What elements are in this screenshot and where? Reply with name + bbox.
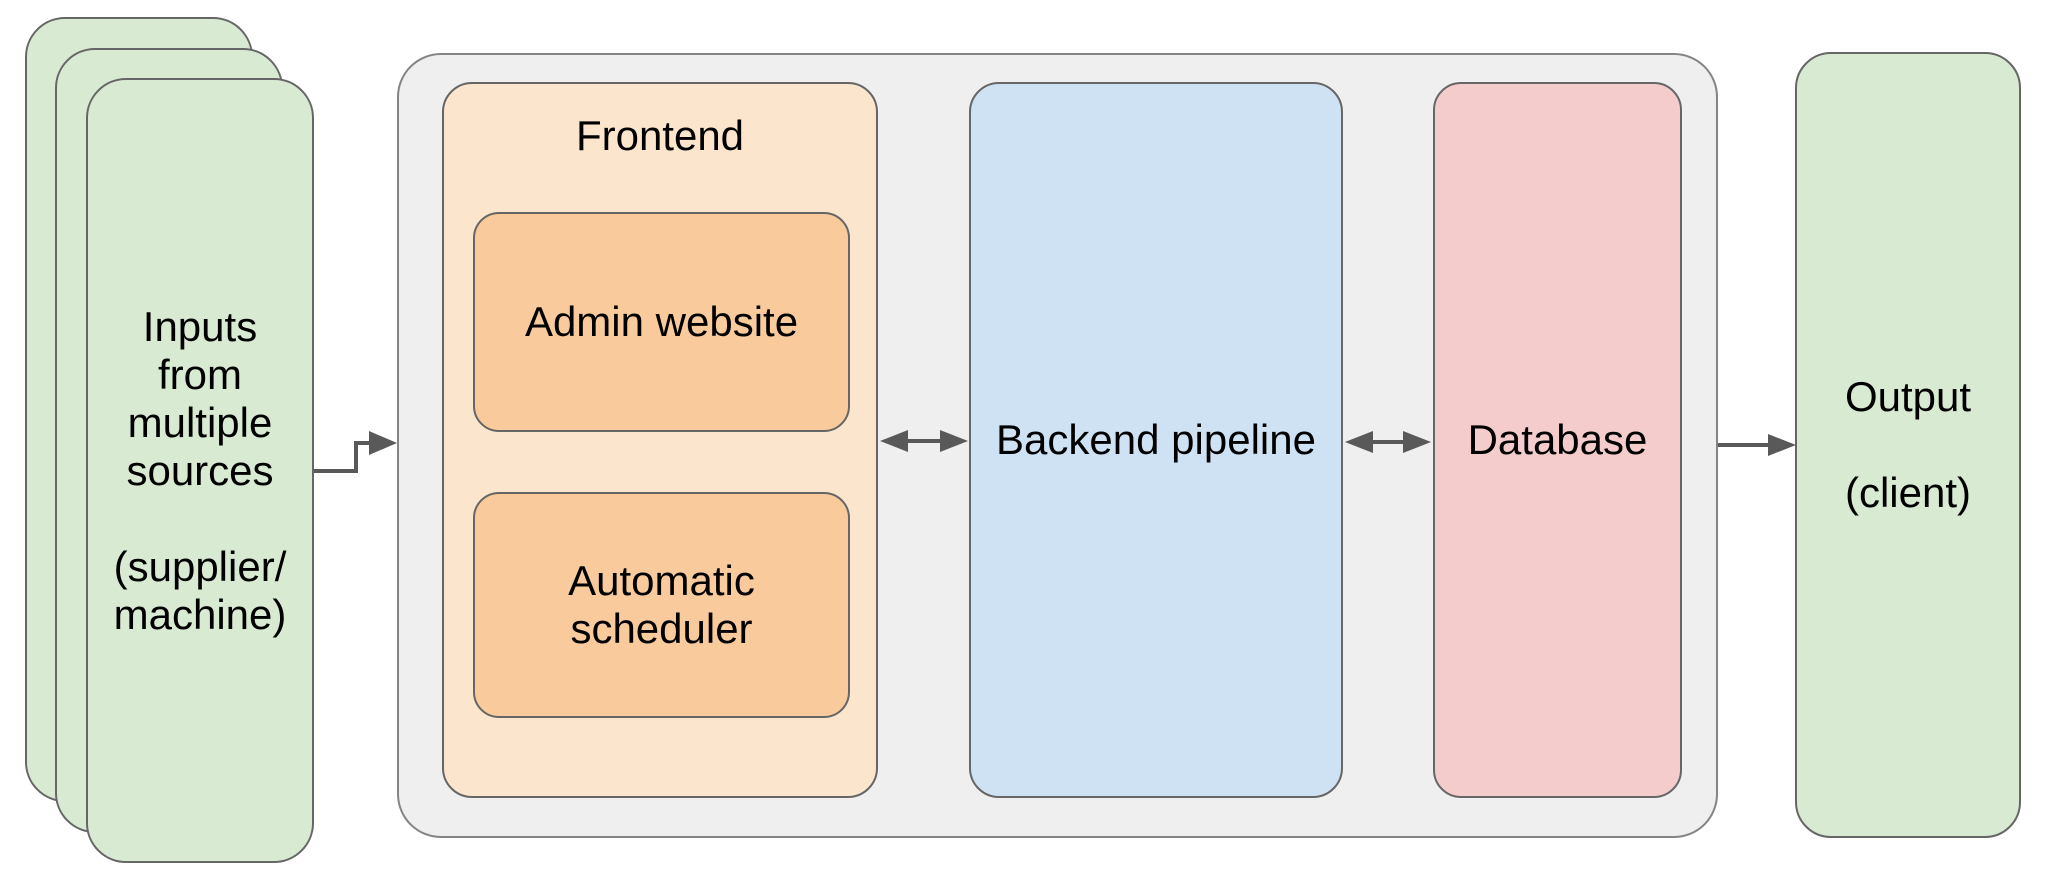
automatic-scheduler-node: Automatic scheduler <box>473 492 850 718</box>
inputs-label: Inputs from multiple sources (supplier/ … <box>113 302 287 638</box>
frontend-group: Frontend Admin website Automatic schedul… <box>442 82 878 798</box>
admin-website-label: Admin website <box>524 298 799 345</box>
arrow-inputs-to-system <box>314 431 397 473</box>
output-label: Output (client) <box>1844 373 1972 516</box>
output-node: Output (client) <box>1795 52 2021 838</box>
input-card-front: Inputs from multiple sources (supplier/ … <box>86 78 314 863</box>
database-label: Database <box>1467 416 1648 463</box>
admin-website-node: Admin website <box>473 212 850 432</box>
backend-pipeline-label: Backend pipeline <box>996 416 1316 463</box>
automatic-scheduler-label: Automatic scheduler <box>568 557 755 652</box>
arrow-system-to-output <box>1718 434 1796 456</box>
backend-pipeline-node: Backend pipeline <box>969 82 1343 798</box>
frontend-title: Frontend <box>575 112 745 159</box>
database-node: Database <box>1433 82 1682 798</box>
